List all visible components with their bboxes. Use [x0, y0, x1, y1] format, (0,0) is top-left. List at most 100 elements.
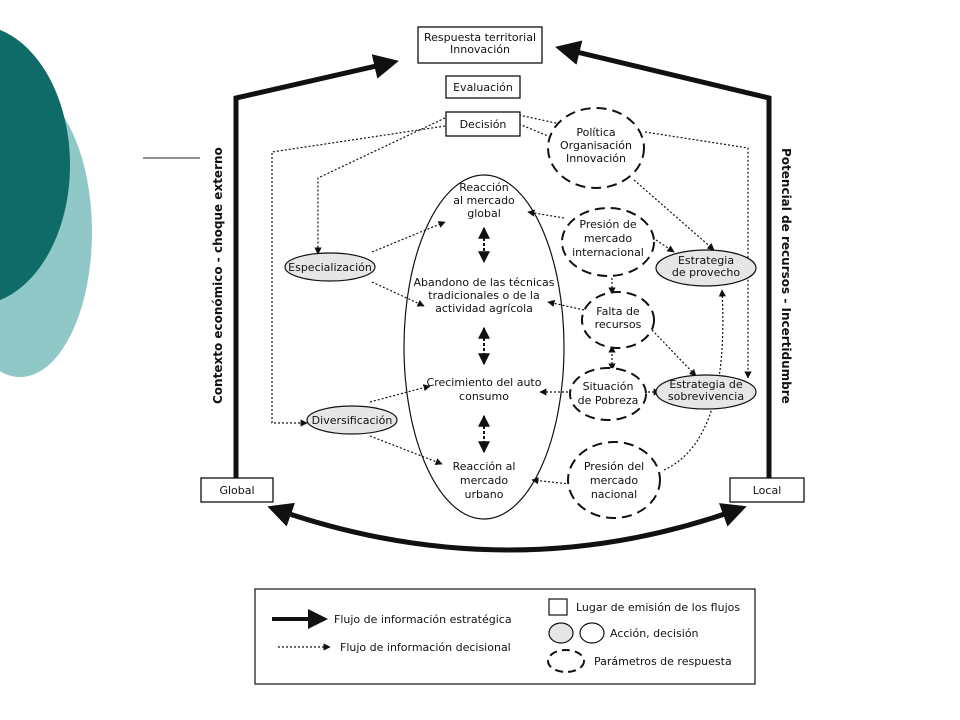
- strategic-flow-frame: [233, 40, 772, 553]
- emission-boxes: [200, 26, 805, 503]
- respuesta-label-line: Innovación: [450, 43, 510, 56]
- flow-politica-estrategia: [644, 131, 752, 379]
- flow-respuesta-politica: [518, 123, 549, 137]
- estrategia-provecho-label-line: de provecho: [672, 266, 741, 279]
- falta-recursos-node: [581, 291, 655, 349]
- market-reaction-ellipse: [403, 174, 565, 520]
- decision-label: Decisión: [460, 118, 507, 131]
- evaluacion-label: Evaluación: [453, 81, 513, 94]
- falta-recursos-label-line: Falta de: [596, 305, 640, 318]
- flow-div-crecimiento: [369, 384, 431, 403]
- right-side-label: Potencial de recursos - Incertidumbre: [779, 148, 793, 404]
- decor-circle-dark: [0, 29, 70, 301]
- politica-label-line: Organisación: [560, 139, 632, 152]
- estrategia-sobrevivencia-node: [655, 374, 757, 410]
- global-label: Global: [219, 484, 254, 497]
- especializacion-node: [284, 252, 376, 282]
- local-label-line: Local: [753, 484, 782, 497]
- estrategia-sobrevivencia-label-line: sobrevivencia: [668, 390, 744, 403]
- legend-strategic-label: Flujo de información estratégica: [334, 613, 512, 626]
- abandono-label-line: actividad agrícola: [435, 302, 533, 315]
- response-parameters: [547, 107, 661, 519]
- reaccion-urbano-label-line: mercado: [460, 474, 509, 487]
- flow-esp-abandono: [371, 281, 425, 307]
- flow-falta-abandono: [547, 299, 585, 311]
- crecimiento-label-line: Crecimiento del auto: [427, 376, 542, 389]
- flow-falta-sobre: [651, 329, 697, 377]
- flow-esp-global: [371, 221, 446, 253]
- flow-politica-provecho: [633, 179, 715, 251]
- legend-decisional-label: Flujo de información decisional: [340, 641, 511, 654]
- especializacion-label-line: Especialización: [288, 261, 372, 274]
- presion-internacional-label-line: Presión de: [579, 218, 636, 231]
- diversificacion-node: [306, 405, 398, 435]
- legend-emission-label: Lugar de emisión de los flujos: [576, 601, 740, 614]
- flow-presint-global: [527, 209, 565, 219]
- crecimiento-label-line: consumo: [459, 390, 509, 403]
- legend: Flujo de información estratégica Flujo d…: [254, 588, 756, 685]
- presion-nacional-label-line: Presión del: [584, 460, 644, 473]
- left-side-label: Contexto económico - choque externo: [211, 147, 225, 404]
- flow-presint-provecho: [655, 239, 675, 253]
- strategic-arrow-bottom: [267, 502, 747, 553]
- presion-internacional-label-line: mercado: [584, 232, 633, 245]
- global-label-line: Global: [219, 484, 254, 497]
- situacion-pobreza-label-line: Situación: [583, 380, 634, 393]
- diversificacion-label: Diversificación: [312, 414, 393, 427]
- strategic-arrow-right: [555, 40, 772, 478]
- decisional-flows: [271, 114, 752, 485]
- flow-div-urbano: [369, 435, 443, 466]
- global-box: [200, 477, 274, 503]
- evaluacion-box: [445, 75, 521, 99]
- reaccion-global-label-line: Reacción: [459, 181, 509, 194]
- estrategia-sobrevivencia-label-line: Estrategia de: [669, 378, 743, 391]
- decision-box: [445, 111, 521, 137]
- flow-decision-especializacion: [314, 117, 446, 255]
- legend-dashed-swatch: [547, 649, 585, 673]
- respuesta-label-line: Respuesta territorial: [424, 31, 536, 44]
- presion-internacional-node: [561, 207, 655, 277]
- presion-internacional-label-line: internacional: [572, 246, 644, 259]
- legend-white-swatch: [579, 622, 605, 644]
- politica-label-line: Política: [576, 126, 615, 139]
- local-label: Local: [753, 484, 782, 497]
- action-ellipses: [284, 249, 757, 435]
- legend-grey-swatch: [548, 622, 574, 644]
- falta-recursos-label-line: recursos: [595, 318, 642, 331]
- abandono-label-line: tradicionales o de la: [428, 289, 539, 302]
- evaluacion-label-line: Evaluación: [453, 81, 513, 94]
- reaccion-global-label-line: global: [467, 207, 501, 220]
- decision-label-line: Decisión: [460, 118, 507, 131]
- especializacion-label: Especialización: [288, 261, 372, 274]
- flow-nacional-urbano: [531, 477, 571, 485]
- legend-action-label: Acción, decisión: [610, 627, 699, 640]
- situacion-pobreza-label-line: de Pobreza: [578, 394, 639, 407]
- reaccion-global-label-line: al mercado: [453, 194, 515, 207]
- presion-nacional-label-line: nacional: [591, 488, 637, 501]
- respuesta-box: [417, 26, 543, 64]
- politica-label-line: Innovación: [566, 152, 626, 165]
- situacion-pobreza-node: [569, 367, 647, 421]
- local-box: [729, 477, 805, 503]
- abandono-label-line: Abandono de las técnicas: [413, 276, 554, 289]
- presion-nacional-node: [567, 441, 661, 519]
- diversificacion-label-line: Diversificación: [312, 414, 393, 427]
- reaccion-urbano-label-line: Reacción al: [453, 460, 516, 473]
- politica-node: [547, 107, 645, 189]
- reaccion-urbano-label-line: urbano: [465, 488, 504, 501]
- strategic-arrow-left: [233, 54, 399, 478]
- estrategia-provecho-node: [655, 249, 757, 287]
